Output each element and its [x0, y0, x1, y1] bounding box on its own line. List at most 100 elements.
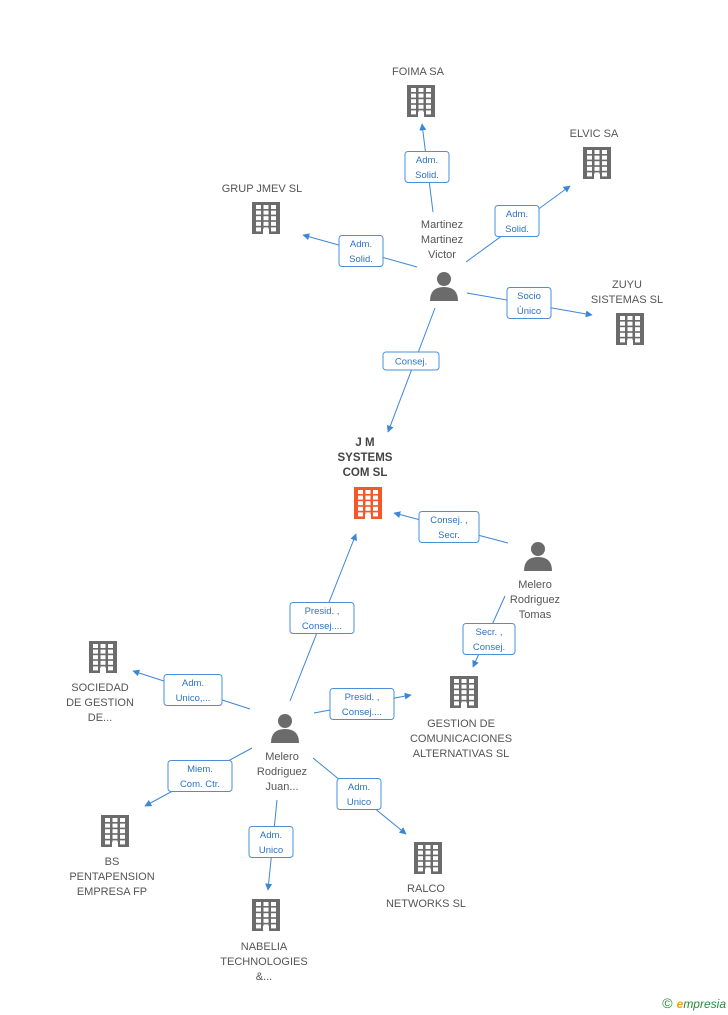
edge-label-box	[329, 688, 395, 720]
building-icon	[354, 487, 382, 519]
node-label: NABELIA	[241, 941, 288, 953]
edge-label-text: Miem.	[187, 764, 213, 775]
node-label: ZUYU	[612, 279, 642, 291]
edge-label-box	[418, 511, 480, 543]
edge-label-tomas-to-jm[interactable]: Consej. , Secr.	[418, 511, 480, 543]
node-label: ALTERNATIVAS SL	[413, 748, 510, 760]
edge-label-tomas-to-gestion[interactable]: Secr. ,Consej.	[462, 623, 516, 655]
node-label: Juan...	[265, 781, 298, 793]
edge-label-box	[462, 623, 516, 655]
edge-label-text: Presid. ,	[305, 606, 340, 617]
node-grupjmev[interactable]: GRUP JMEV SL	[222, 183, 303, 234]
building-icon	[101, 815, 129, 847]
edge-label-martinez-to-grupjmev[interactable]: Adm.Solid.	[338, 235, 384, 267]
person-icon	[524, 542, 552, 571]
edge-label-juan-to-nabelia[interactable]: Adm. Unico	[248, 826, 294, 858]
node-juan[interactable]: MeleroRodriguezJuan...	[257, 714, 307, 793]
edge-label-text: Secr. ,	[476, 627, 503, 638]
node-label: COMUNICACIONES	[410, 733, 512, 745]
node-label: EMPRESA FP	[77, 886, 147, 898]
edge-label-box	[494, 205, 540, 237]
edge-label-text: Adm.	[416, 155, 438, 166]
node-label: Tomas	[519, 609, 552, 621]
node-label: Melero	[518, 579, 552, 591]
edge-label-box	[248, 826, 294, 858]
person-icon	[271, 714, 299, 743]
edge-label-text: Consej....	[302, 621, 342, 632]
building-icon	[252, 202, 280, 234]
node-elvic[interactable]: ELVIC SA	[570, 128, 619, 179]
building-icon	[252, 899, 280, 931]
edge-label-text: Com. Ctr.	[180, 779, 220, 790]
building-icon	[616, 313, 644, 345]
node-sociedad[interactable]: SOCIEDAD DE GESTION DE...	[66, 641, 134, 724]
node-label: Martinez	[421, 219, 463, 231]
edge-label-text: Consej.	[395, 357, 427, 368]
node-label: DE...	[88, 712, 112, 724]
node-label: GESTION DE	[427, 718, 495, 730]
node-label: GRUP JMEV SL	[222, 183, 303, 195]
node-label: SISTEMAS SL	[591, 294, 663, 306]
edge-label-text: Solid.	[505, 224, 529, 235]
node-label: DE GESTION	[66, 697, 134, 709]
edge-label-text: Unico,...	[176, 693, 211, 704]
edge-label-box	[506, 287, 552, 319]
edge-label-juan-to-ralco[interactable]: Adm. Unico	[336, 778, 382, 810]
edge-label-text: Adm.	[348, 782, 370, 793]
edge-label-juan-to-gestion[interactable]: Presid. ,Consej....	[329, 688, 395, 720]
node-label: Rodriguez	[510, 594, 560, 606]
node-foima[interactable]: FOIMA SA	[392, 66, 445, 117]
edge-label-text: Adm.	[260, 830, 282, 841]
edge-label-martinez-to-jm[interactable]: Consej.	[382, 351, 440, 371]
node-label: Victor	[428, 249, 456, 261]
node-zuyu[interactable]: ZUYU SISTEMAS SL	[591, 279, 663, 345]
building-icon	[583, 147, 611, 179]
edge-label-text: Solid.	[415, 170, 439, 181]
edge-label-juan-to-bs[interactable]: Miem. Com. Ctr.	[167, 760, 233, 792]
edge-label-text: Consej. ,	[430, 515, 468, 526]
edge-label-juan-to-sociedad[interactable]: Adm. Unico,...	[163, 674, 223, 706]
edge-label-text: Secr.	[438, 530, 460, 541]
node-label: RALCO	[407, 883, 445, 895]
edge-label-text: Único	[517, 306, 541, 317]
node-label: &...	[256, 971, 273, 983]
edge-label-martinez-to-elvic[interactable]: Adm.Solid.	[494, 205, 540, 237]
building-icon	[414, 842, 442, 874]
copyright-symbol: ©	[662, 995, 673, 1011]
node-label: ELVIC SA	[570, 128, 619, 140]
edge-label-text: Unico	[259, 845, 283, 856]
edge-label-text: Adm.	[182, 678, 204, 689]
node-label: SOCIEDAD	[71, 682, 129, 694]
edge-label-text: Adm.	[350, 239, 372, 250]
node-label: FOIMA SA	[392, 66, 445, 78]
edge-label-martinez-to-foima[interactable]: Adm. Solid.	[404, 151, 450, 183]
edge-label-text: Unico	[347, 797, 371, 808]
node-label: TECHNOLOGIES	[220, 956, 307, 968]
node-label: Melero	[265, 751, 299, 763]
edge-label-box	[167, 760, 233, 792]
building-icon	[89, 641, 117, 673]
edge-label-text: Socio	[517, 291, 541, 302]
node-label: Martinez	[421, 234, 463, 246]
node-nabelia[interactable]: NABELIA TECHNOLOGIES &...	[220, 899, 308, 983]
node-label: SYSTEMS	[338, 452, 393, 464]
brand-initial: e	[676, 997, 684, 1011]
edge-label-text: Consej....	[342, 707, 382, 718]
node-gestion[interactable]: GESTION DE COMUNICACIONES ALTERNATIVAS SL	[410, 676, 512, 760]
node-label: COM SL	[343, 467, 388, 479]
edge-label-box	[163, 674, 223, 706]
building-icon	[407, 85, 435, 117]
person-icon	[430, 272, 458, 301]
edge-label-box	[338, 235, 384, 267]
edge-label-juan-to-jm[interactable]: Presid. , Consej....	[289, 602, 355, 634]
edge-label-box	[404, 151, 450, 183]
node-label: Rodriguez	[257, 766, 307, 778]
edge-label-box	[336, 778, 382, 810]
